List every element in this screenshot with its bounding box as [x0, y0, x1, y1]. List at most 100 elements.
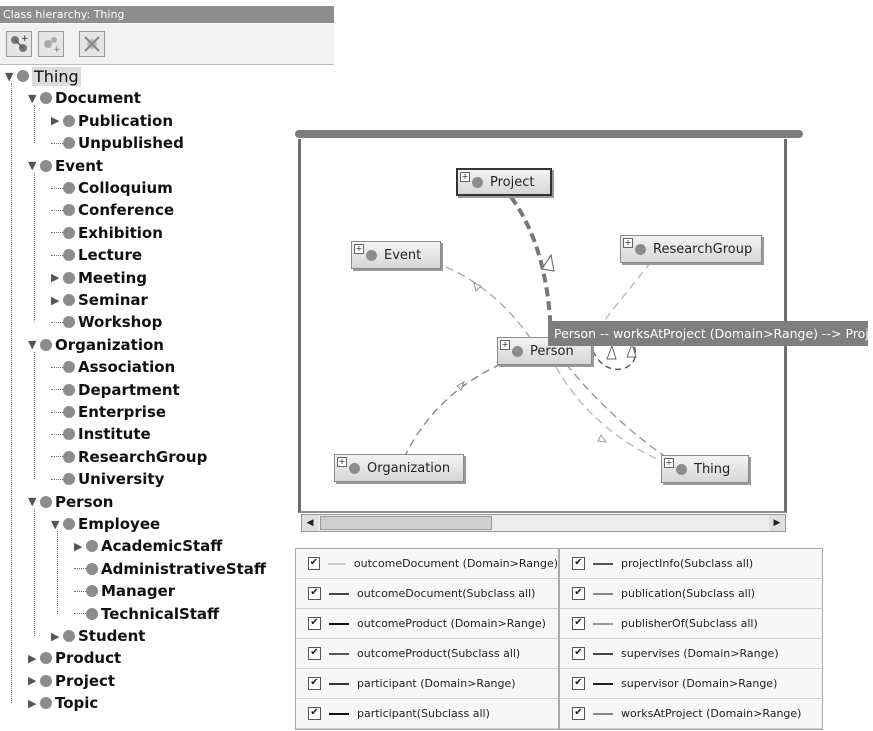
legend-row[interactable]: ✔outcomeDocument(Subclass all): [296, 579, 558, 609]
tree-node-institute[interactable]: Institute: [51, 424, 151, 444]
tree-node-label: Event: [55, 156, 104, 175]
tree-node-university[interactable]: University: [51, 469, 164, 489]
tree-node-workshop[interactable]: Workshop: [51, 312, 162, 332]
legend-row[interactable]: ✔supervisor (Domain>Range): [560, 669, 822, 699]
scroll-right-icon[interactable]: ▶: [769, 515, 785, 531]
checkbox-icon[interactable]: ✔: [308, 677, 321, 690]
checkbox-icon[interactable]: ✔: [572, 707, 585, 720]
checkbox-icon[interactable]: ✔: [572, 677, 585, 690]
add-sibling-button[interactable]: +: [38, 31, 64, 57]
legend-row[interactable]: ✔ supervises (Domain>Range): [560, 639, 822, 669]
expanded-toggle-icon[interactable]: ▼: [5, 69, 14, 83]
tree-node-label: Exhibition: [78, 223, 163, 242]
collapsed-toggle-icon[interactable]: ▶: [51, 114, 60, 128]
tree-node-lecture[interactable]: Lecture: [51, 245, 142, 265]
tree-node-event[interactable]: ▼ Event: [28, 156, 103, 176]
tree-node-conference[interactable]: Conference: [51, 200, 174, 220]
legend-row[interactable]: ✔outcomeProduct(Subclass all): [296, 639, 558, 669]
tree-node-meeting[interactable]: ▶Meeting: [51, 268, 147, 288]
scroll-thumb[interactable]: [320, 516, 492, 530]
edge-works-at-project[interactable]: [509, 195, 553, 340]
expanded-toggle-icon[interactable]: ▼: [51, 517, 60, 531]
expand-icon[interactable]: +: [460, 172, 470, 182]
checkbox-icon[interactable]: ✔: [308, 557, 320, 570]
expand-icon[interactable]: +: [337, 457, 347, 467]
tree-node-department[interactable]: Department: [51, 380, 180, 400]
legend-label: supervises (Domain>Range): [621, 647, 779, 660]
edge-person-self-loop[interactable]: [592, 338, 637, 371]
tree-leaf-connector: [51, 389, 63, 391]
edge-event-person[interactable]: [445, 266, 532, 340]
tree-node-researchgroup[interactable]: ResearchGroup: [51, 447, 207, 467]
scroll-left-icon[interactable]: ◀: [302, 515, 318, 531]
collapsed-toggle-icon[interactable]: ▶: [51, 293, 60, 307]
tree-guide-line: [34, 508, 35, 636]
checkbox-icon[interactable]: ✔: [572, 557, 585, 570]
expand-icon[interactable]: +: [500, 340, 510, 350]
legend-row[interactable]: ✔publisherOf(Subclass all): [560, 609, 822, 639]
tree-node-student[interactable]: ▶Student: [51, 626, 145, 646]
tree-node-technicalstaff[interactable]: TechnicalStaff: [74, 604, 219, 624]
tree-node-manager[interactable]: Manager: [74, 581, 175, 601]
graph-node-thing[interactable]: + Thing: [661, 455, 749, 483]
collapsed-toggle-icon[interactable]: ▶: [51, 629, 60, 643]
tree-node-label: Person: [55, 492, 114, 511]
tree-node-administrativestaff[interactable]: AdministrativeStaff: [74, 559, 266, 579]
collapsed-toggle-icon[interactable]: ▶: [74, 539, 83, 553]
tree-node-organization[interactable]: ▼Organization: [28, 335, 164, 355]
legend-row[interactable]: ✔participant(Subclass all): [296, 699, 558, 729]
collapsed-toggle-icon[interactable]: ▶: [28, 651, 37, 665]
edge-person-organization[interactable]: [405, 363, 502, 455]
expand-icon[interactable]: +: [664, 458, 674, 468]
tree-node-unpublished[interactable]: Unpublished: [51, 133, 184, 153]
expanded-toggle-icon[interactable]: ▼: [28, 495, 37, 509]
legend-row[interactable]: ✔outcomeProduct (Domain>Range): [296, 609, 558, 639]
tree-node-association[interactable]: Association: [51, 357, 175, 377]
graph-node-researchgroup[interactable]: + ResearchGroup: [620, 235, 762, 263]
tree-node-employee[interactable]: ▼Employee: [51, 514, 160, 534]
checkbox-icon[interactable]: ✔: [308, 707, 321, 720]
tree-node-exhibition[interactable]: Exhibition: [51, 223, 163, 243]
tree-node-person[interactable]: ▼ Person: [28, 492, 113, 512]
tree-node-enterprise[interactable]: Enterprise: [51, 402, 166, 422]
legend-row[interactable]: ✔worksAtProject (Domain>Range): [560, 699, 822, 729]
edge-person-thing-2[interactable]: [565, 363, 667, 458]
checkbox-icon[interactable]: ✔: [572, 587, 585, 600]
delete-class-button[interactable]: [79, 31, 105, 57]
tree-node-publication[interactable]: ▶Publication: [51, 111, 173, 131]
legend-row[interactable]: ✔participant (Domain>Range): [296, 669, 558, 699]
class-icon: [86, 585, 98, 598]
tree-leaf-connector: [51, 254, 63, 256]
expanded-toggle-icon[interactable]: ▼: [28, 91, 37, 105]
graph-node-organization[interactable]: + Organization: [334, 454, 464, 482]
checkbox-icon[interactable]: ✔: [308, 617, 321, 630]
checkbox-icon[interactable]: ✔: [308, 647, 321, 660]
checkbox-icon[interactable]: ✔: [572, 617, 585, 630]
tree-node-document[interactable]: ▼Document: [28, 88, 141, 108]
graph-horizontal-scrollbar[interactable]: ◀ ▶: [301, 514, 786, 532]
legend-row[interactable]: ✔outcomeDocument (Domain>Range): [296, 549, 558, 579]
expanded-toggle-icon[interactable]: ▼: [28, 159, 37, 173]
checkbox-icon[interactable]: ✔: [308, 587, 321, 600]
checkbox-icon[interactable]: ✔: [572, 647, 585, 660]
tree-node-topic[interactable]: ▶Topic: [28, 693, 98, 713]
collapsed-toggle-icon[interactable]: ▶: [28, 674, 37, 688]
graph-node-event[interactable]: + Event: [351, 241, 441, 269]
legend-row[interactable]: ✔projectInfo(Subclass all): [560, 549, 822, 579]
class-icon: [63, 294, 75, 306]
tree-node-colloquium[interactable]: Colloquium: [51, 178, 173, 198]
legend-row[interactable]: ✔publication(Subclass all): [560, 579, 822, 609]
add-subclass-button[interactable]: +: [6, 31, 32, 57]
tree-node-product[interactable]: ▶Product: [28, 648, 121, 668]
edge-person-thing[interactable]: [555, 366, 664, 463]
tree-node-seminar[interactable]: ▶Seminar: [51, 290, 148, 310]
tree-node-project[interactable]: ▶Project: [28, 671, 115, 691]
collapsed-toggle-icon[interactable]: ▶: [28, 696, 37, 710]
tree-node-thing[interactable]: ▼Thing: [5, 66, 81, 86]
expand-icon[interactable]: +: [354, 244, 364, 254]
tree-node-academicstaff[interactable]: ▶AcademicStaff: [74, 536, 222, 556]
collapsed-toggle-icon[interactable]: ▶: [51, 271, 60, 285]
expand-icon[interactable]: +: [623, 238, 633, 248]
expanded-toggle-icon[interactable]: ▼: [28, 338, 37, 352]
graph-node-project[interactable]: + Project: [456, 168, 552, 196]
